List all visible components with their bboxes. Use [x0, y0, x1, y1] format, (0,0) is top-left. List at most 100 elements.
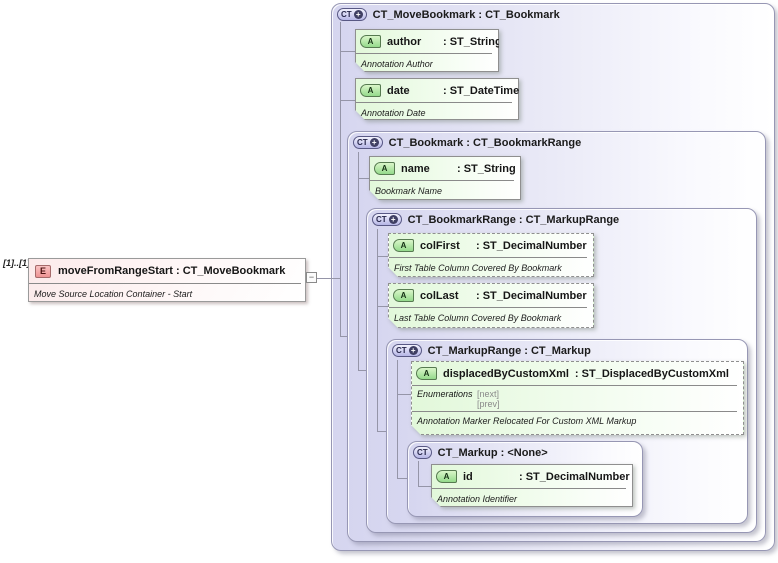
complextype-icon-label: CT	[417, 448, 428, 457]
attribute-name: id	[463, 470, 473, 483]
attribute-type: : ST_String	[457, 162, 516, 175]
attribute-description: Annotation Date	[361, 108, 426, 118]
attribute-colFirst[interactable]: A colFirst : ST_DecimalNumber First Tabl…	[388, 233, 594, 277]
attribute-box: A id : ST_DecimalNumber Annotation Ident…	[431, 464, 633, 507]
complextype-icon-label: CT	[376, 215, 387, 224]
plus-icon: +	[369, 138, 379, 147]
attribute-type: : ST_DisplacedByCustomXml	[574, 367, 729, 380]
complextype-header[interactable]: CT+ CT_MoveBookmark : CT_Bookmark	[337, 8, 560, 21]
connector-line	[377, 431, 386, 432]
complextype-header[interactable]: CT+ CT_BookmarkRange : CT_MarkupRange	[372, 213, 619, 226]
attribute-title-row: A colLast : ST_DecimalNumber	[389, 284, 587, 308]
attribute-title-row: A id : ST_DecimalNumber	[432, 465, 626, 489]
attribute-type: : ST_DecimalNumber	[519, 470, 630, 483]
complextype-icon: CT	[413, 446, 432, 459]
complextype-title: CT_Markup : <None>	[437, 446, 548, 459]
attribute-name: date	[387, 84, 410, 97]
attribute-title-row: A displacedByCustomXml : ST_DisplacedByC…	[412, 362, 737, 386]
attribute-author[interactable]: A author : ST_String Annotation Author	[355, 29, 499, 72]
cardinality-label: [1]..[1]	[3, 258, 30, 268]
attribute-box: A name : ST_String Bookmark Name	[369, 156, 521, 200]
complextype-icon: CT+	[392, 344, 422, 357]
connector-line	[418, 461, 419, 486]
complextype-icon-label: CT	[341, 10, 352, 19]
minus-icon: −	[308, 272, 315, 282]
attribute-name: name	[401, 162, 430, 175]
connector-line	[397, 360, 398, 478]
attribute-icon: A	[393, 239, 414, 252]
attribute-box: A author : ST_String Annotation Author	[355, 29, 499, 72]
connector-line	[418, 486, 431, 487]
complextype-header[interactable]: CT+ CT_MarkupRange : CT_Markup	[392, 344, 591, 357]
attribute-box: A date : ST_DateTime Annotation Date	[355, 78, 519, 120]
enumeration-value: [next]	[477, 389, 500, 399]
attribute-name[interactable]: A name : ST_String Bookmark Name	[369, 156, 521, 200]
complextype-title: CT_MarkupRange : CT_Markup	[427, 344, 591, 357]
connector-line	[340, 336, 347, 337]
attribute-id[interactable]: A id : ST_DecimalNumber Annotation Ident…	[431, 464, 633, 507]
connector-line	[358, 178, 369, 179]
complextype-icon-label: CT	[357, 138, 368, 147]
attribute-box: A displacedByCustomXml : ST_DisplacedByC…	[411, 361, 744, 435]
attribute-box: A colFirst : ST_DecimalNumber First Tabl…	[388, 233, 594, 277]
complextype-header[interactable]: CT+ CT_Bookmark : CT_BookmarkRange	[353, 136, 581, 149]
element-description: Move Source Location Container - Start	[34, 289, 193, 299]
attribute-name: author	[387, 35, 422, 48]
enumeration-value: [prev]	[477, 399, 500, 409]
attribute-title-row: A name : ST_String	[370, 157, 514, 181]
connector-line	[317, 278, 340, 279]
connector-line	[340, 51, 355, 52]
attribute-description: Annotation Author	[361, 59, 433, 69]
attribute-title-row: A colFirst : ST_DecimalNumber	[389, 234, 587, 258]
connector-line	[377, 306, 388, 307]
plus-icon: +	[408, 346, 418, 355]
collapse-toggle[interactable]: −	[306, 272, 317, 283]
element-moveFromRangeStart[interactable]: E moveFromRangeStart : CT_MoveBookmark M…	[28, 258, 306, 302]
plus-icon: +	[353, 10, 363, 19]
attribute-icon: A	[360, 35, 381, 48]
complextype-icon: CT+	[353, 136, 383, 149]
attribute-box: A colLast : ST_DecimalNumber Last Table …	[388, 283, 594, 328]
connector-line	[340, 100, 355, 101]
connector-line	[377, 256, 388, 257]
attribute-date[interactable]: A date : ST_DateTime Annotation Date	[355, 78, 519, 120]
attribute-type: : ST_DecimalNumber	[476, 289, 587, 302]
attribute-description: Annotation Identifier	[437, 494, 518, 504]
attribute-description: Last Table Column Covered By Bookmark	[394, 313, 562, 323]
element-icon: E	[35, 264, 51, 278]
enumerations-label: Enumerations	[417, 389, 473, 399]
attribute-name: displacedByCustomXml	[443, 367, 569, 380]
element-title: moveFromRangeStart : CT_MoveBookmark	[58, 265, 286, 277]
attribute-icon: A	[436, 470, 457, 483]
attribute-description: First Table Column Covered By Bookmark	[394, 263, 562, 273]
attribute-name: colFirst	[420, 239, 460, 252]
enumerations-row: Enumerations [next] [prev]	[412, 386, 737, 412]
connector-line	[377, 229, 378, 431]
complextype-icon: CT+	[337, 8, 367, 21]
complextype-title: CT_BookmarkRange : CT_MarkupRange	[407, 213, 620, 226]
enumeration-values: [next] [prev]	[477, 389, 500, 409]
connector-line	[397, 478, 407, 479]
attribute-icon: A	[374, 162, 395, 175]
connector-line	[358, 152, 359, 370]
complextype-header[interactable]: CT CT_Markup : <None>	[413, 446, 548, 459]
attribute-type: : ST_DecimalNumber	[476, 239, 587, 252]
connector-line	[397, 394, 411, 395]
attribute-colLast[interactable]: A colLast : ST_DecimalNumber Last Table …	[388, 283, 594, 328]
complextype-icon: CT+	[372, 213, 402, 226]
connector-line	[358, 370, 366, 371]
attribute-icon: A	[393, 289, 414, 302]
attribute-icon: A	[360, 84, 381, 97]
attribute-title-row: A author : ST_String	[356, 30, 492, 54]
attribute-name: colLast	[420, 289, 459, 302]
complextype-icon-label: CT	[396, 346, 407, 355]
attribute-displacedByCustomXml[interactable]: A displacedByCustomXml : ST_DisplacedByC…	[411, 361, 744, 435]
attribute-title-row: A date : ST_DateTime	[356, 79, 512, 103]
plus-icon: +	[388, 215, 398, 224]
element-title-row: E moveFromRangeStart : CT_MoveBookmark	[29, 259, 301, 284]
attribute-description: Annotation Marker Relocated For Custom X…	[417, 416, 637, 426]
attribute-type: : ST_DateTime	[443, 84, 520, 97]
attribute-type: : ST_String	[443, 35, 502, 48]
complextype-title: CT_MoveBookmark : CT_Bookmark	[372, 8, 560, 21]
